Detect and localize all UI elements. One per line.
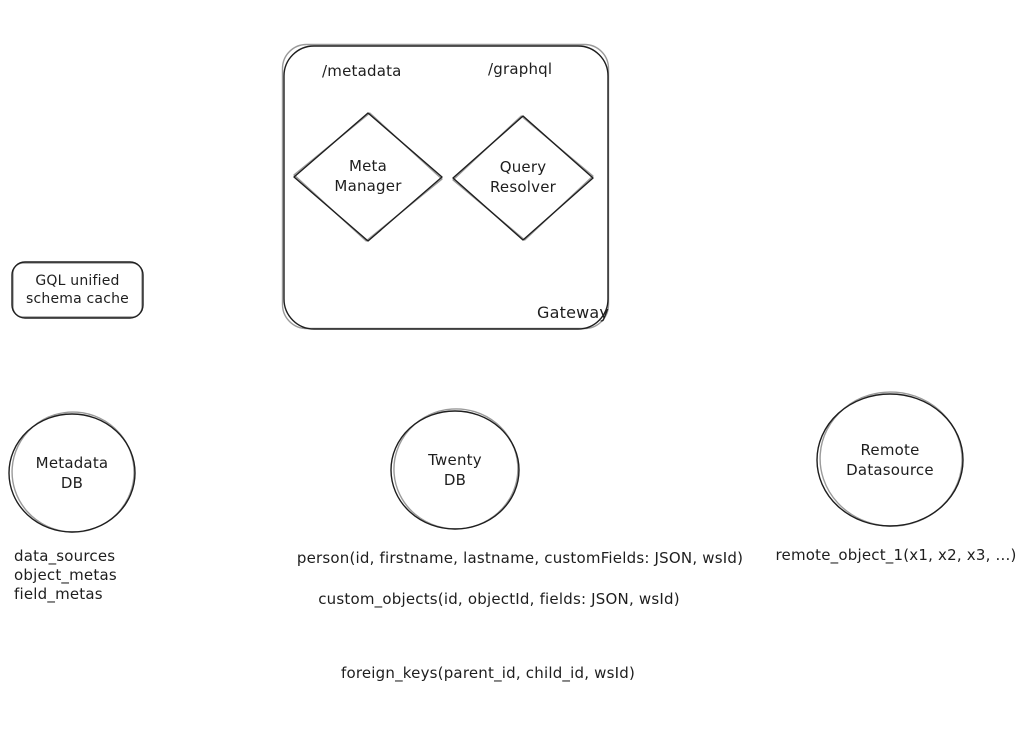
table-name-person: person(id, firstname, lastname, customFi… bbox=[296, 549, 744, 567]
query-resolver-label-line2: Resolver bbox=[489, 178, 556, 196]
gateway-box bbox=[281, 43, 610, 330]
metadata-db-tables: data_sources object_metas field_metas bbox=[14, 547, 117, 604]
remote-datasource-circle bbox=[816, 391, 964, 527]
schema-cache-box bbox=[11, 261, 144, 319]
metadata-db-label-line1: Metadata bbox=[35, 454, 109, 472]
query-resolver-node bbox=[452, 115, 594, 241]
query-resolver-label-line1: Query bbox=[499, 158, 547, 176]
twenty-db-label-line1: Twenty bbox=[428, 451, 482, 469]
meta-manager-label-line2: Manager bbox=[334, 177, 402, 195]
twenty-db-label: Twenty DB bbox=[395, 450, 515, 490]
remote-datasource-label-line1: Remote bbox=[860, 441, 920, 459]
query-resolver-label: Query Resolver bbox=[463, 157, 583, 197]
twenty-db-circle bbox=[390, 408, 520, 530]
route-metadata-label: /metadata bbox=[322, 62, 402, 80]
meta-manager-label-line1: Meta bbox=[348, 157, 388, 175]
schema-cache-label-line2: schema cache bbox=[25, 291, 129, 307]
schema-cache-label: GQL unified schema cache bbox=[12, 272, 143, 308]
metadata-db-label: Metadata DB bbox=[12, 453, 132, 493]
meta-manager-node bbox=[293, 112, 443, 242]
twenty-db-label-line2: DB bbox=[443, 471, 467, 489]
metadata-db-label-line2: DB bbox=[60, 474, 84, 492]
table-name: field_metas bbox=[14, 585, 103, 603]
table-name-custom-objects: custom_objects(id, objectId, fields: JSO… bbox=[318, 590, 680, 608]
gateway-label: Gateway bbox=[537, 303, 610, 322]
schema-cache-label-line1: GQL unified bbox=[35, 273, 120, 289]
metadata-db-circle bbox=[8, 411, 136, 533]
table-name-foreign-keys: foreign_keys(parent_id, child_id, wsId) bbox=[340, 664, 636, 682]
table-name: data_sources bbox=[14, 547, 116, 565]
table-name: object_metas bbox=[14, 566, 117, 584]
remote-datasource-label: Remote Datasource bbox=[820, 440, 960, 480]
meta-manager-label: Meta Manager bbox=[308, 156, 428, 196]
route-graphql-label: /graphql bbox=[488, 60, 553, 78]
table-name-remote-object: remote_object_1(x1, x2, x3, ...) bbox=[775, 546, 1017, 564]
remote-datasource-label-line2: Datasource bbox=[846, 461, 934, 479]
